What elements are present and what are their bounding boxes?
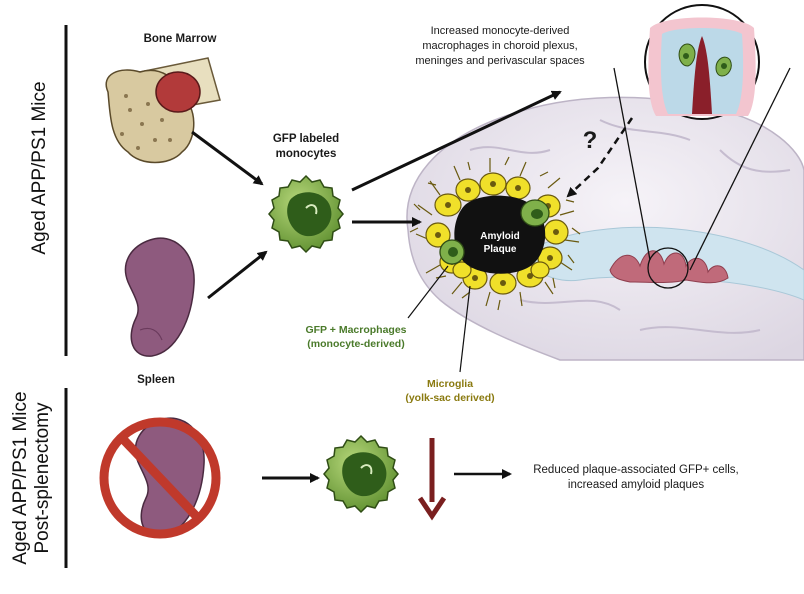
macrophage-pointer [407, 265, 449, 319]
side-label-bottom-line2: Post-splenectomy [32, 402, 53, 554]
bone-marrow-illustration [105, 57, 221, 164]
macrophage-label-line2: (monocyte-derived) [307, 338, 404, 350]
choroid-plexus-zoom [613, 4, 791, 289]
arrow-bone-to-monocyte [191, 130, 264, 186]
amyloid-plaque-label-line1: Amyloid [480, 231, 519, 242]
no-symbol-icon [99, 417, 221, 539]
spleen-illustration [124, 237, 195, 357]
gfp-monocyte-bottom [323, 434, 399, 514]
result-label-line1: Reduced plaque-associated GFP+ cells, [533, 464, 739, 476]
arrow-spleen-to-monocyte [207, 250, 268, 300]
question-mark: ? [583, 127, 598, 154]
gfp-monocytes-label-line2: monocytes [276, 148, 337, 160]
arrow-monocyte-to-choroid [351, 90, 562, 192]
arrow-choroid-to-plaque [566, 117, 634, 198]
increased-label-line1: Increased monocyte-derived [431, 25, 570, 37]
result-label-line2: increased amyloid plaques [568, 479, 704, 491]
microglia-label-line2: (yolk-sac derived) [405, 392, 494, 404]
spleen-removed-illustration [99, 417, 221, 539]
increased-label-line2: macrophages in choroid plexus, [422, 40, 577, 52]
microglia-label-line1: Microglia [427, 378, 473, 390]
microglia-pointer [459, 285, 471, 373]
bone-marrow-label: Bone Marrow [144, 33, 217, 45]
gfp-monocyte [268, 174, 344, 254]
increased-label-line3: meninges and perivascular spaces [415, 55, 585, 67]
choroid-plexus [609, 250, 729, 284]
side-label-bottom-line1: Aged APP/PS1 Mice [10, 391, 31, 564]
macrophage-label-line1: GFP + Macrophages [305, 324, 406, 336]
amyloid-plaque-label-line2: Plaque [484, 244, 517, 255]
gfp-monocytes-label-line1: GFP labeled [273, 133, 339, 145]
spleen-label: Spleen [137, 374, 175, 386]
down-arrow-icon [417, 438, 447, 521]
plaque-cluster [409, 156, 581, 311]
side-label-top: Aged APP/PS1 Mice [29, 81, 50, 254]
